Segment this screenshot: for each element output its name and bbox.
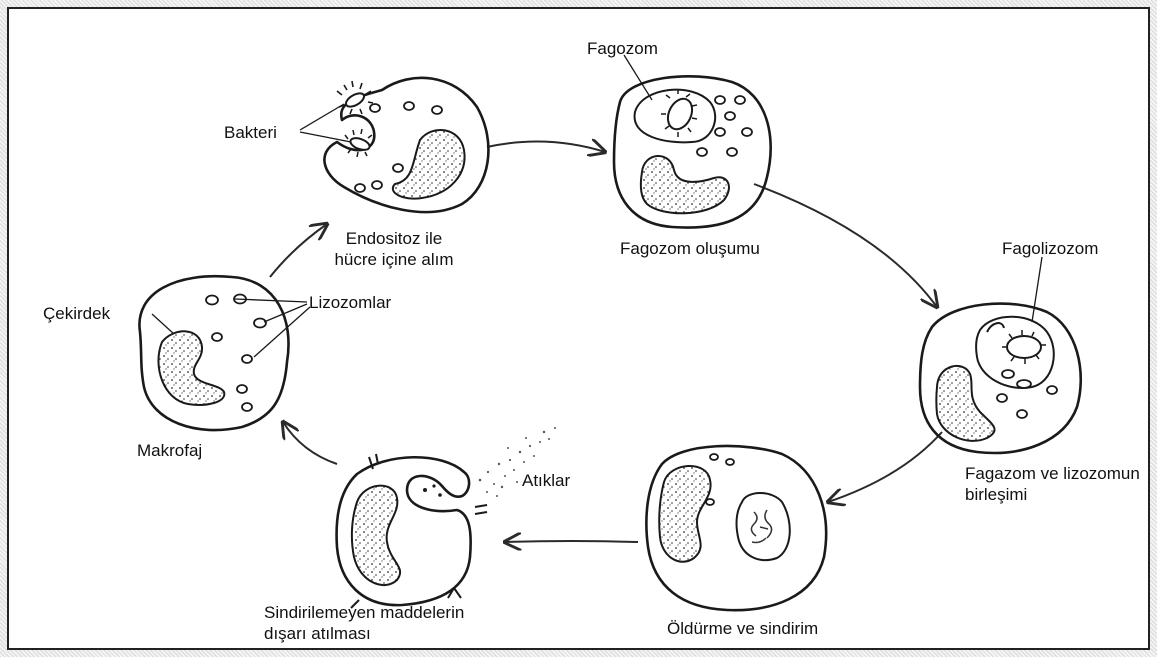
label-fagozom: Fagozom	[587, 38, 658, 59]
arrow-digestion-to-exocytosis	[505, 541, 638, 542]
macrophage-cell	[139, 276, 288, 430]
phagosome-cell	[614, 76, 771, 227]
stage-label-endocytosis-line2: hücre içine alım	[309, 249, 479, 270]
stage-label-endocytosis-line1: Endositoz ile	[309, 228, 479, 249]
fusion-cell	[920, 304, 1081, 453]
label-makrofaj: Makrofaj	[137, 440, 202, 461]
leader-fagolizozom	[1032, 257, 1042, 322]
arrow-endocytosis-to-phagosome	[487, 142, 605, 152]
label-lizozomlar: Lizozomlar	[309, 292, 391, 313]
digestion-cell	[646, 446, 826, 610]
arrow-phagosome-to-fusion	[754, 184, 937, 307]
label-fagolizozom: Fagolizozom	[1002, 238, 1098, 259]
stage-label-fusion-line2: birleşimi	[965, 484, 1140, 505]
arrow-exocytosis-to-macrophage	[283, 422, 337, 464]
stage-label-digestion: Öldürme ve sindirim	[667, 618, 818, 639]
phagocytosis-cycle-drawing	[9, 9, 1150, 650]
stage-label-endocytosis: Endositoz ile hücre içine alım	[309, 228, 479, 270]
label-atiklar: Atıklar	[522, 470, 570, 491]
leader-cekirdek	[152, 314, 174, 334]
diagram-frame: Bakteri Fagozom Fagolizozom Çekirdek Liz…	[7, 7, 1150, 650]
exocytosis-cell	[337, 454, 487, 608]
bacterium-engulfed	[345, 129, 372, 157]
leader-fagozom	[624, 55, 652, 100]
stage-label-phagosome: Fagozom oluşumu	[620, 238, 760, 259]
leader-bakteri-2	[300, 132, 351, 142]
stage-label-exocytosis: Sindirilemeyen maddelerin dışarı atılmas…	[264, 602, 464, 644]
label-bakteri: Bakteri	[224, 122, 277, 143]
leader-bakteri-1	[300, 104, 344, 130]
stage-label-fusion-line1: Fagazom ve lizozomun	[965, 463, 1140, 484]
label-cekirdek: Çekirdek	[43, 303, 110, 324]
arrow-fusion-to-digestion	[828, 432, 942, 502]
stage-label-exocytosis-line1: Sindirilemeyen maddelerin	[264, 602, 464, 623]
stage-label-exocytosis-line2: dışarı atılması	[264, 623, 464, 644]
stage-label-fusion: Fagazom ve lizozomun birleşimi	[965, 463, 1140, 505]
